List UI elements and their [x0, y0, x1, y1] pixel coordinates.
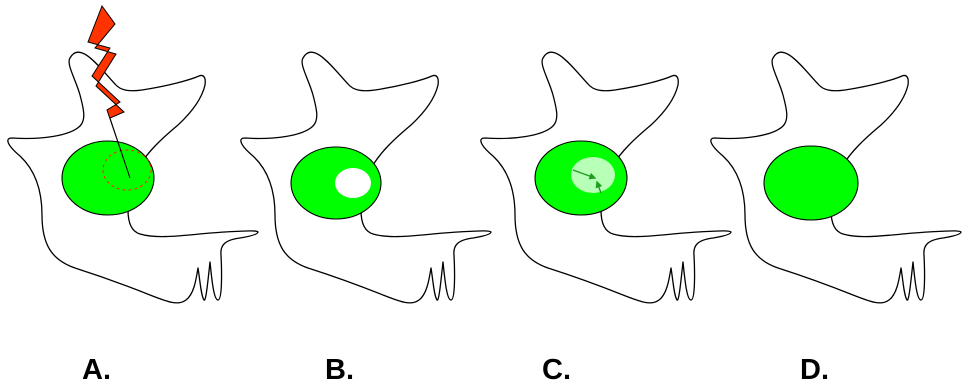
panel-a: [7, 4, 259, 304]
panel-c: [480, 51, 732, 304]
panel-label-b: B.: [325, 354, 354, 386]
panel-label-a: A.: [82, 354, 111, 386]
diffusion-arrow-icon: [572, 169, 597, 180]
recovering-spot: [571, 157, 615, 193]
laser-bolt-icon: [87, 4, 131, 179]
nucleus: [763, 145, 859, 221]
nucleus: [61, 140, 155, 216]
diffusion-arrow-icon: [595, 180, 603, 194]
panel-b: [240, 51, 492, 304]
panel-d: [710, 51, 962, 304]
panel-label-c: C.: [542, 354, 571, 386]
bleach-target-ring: [102, 149, 152, 191]
panel-label-d: D.: [800, 354, 829, 386]
bleached-spot: [335, 168, 371, 198]
